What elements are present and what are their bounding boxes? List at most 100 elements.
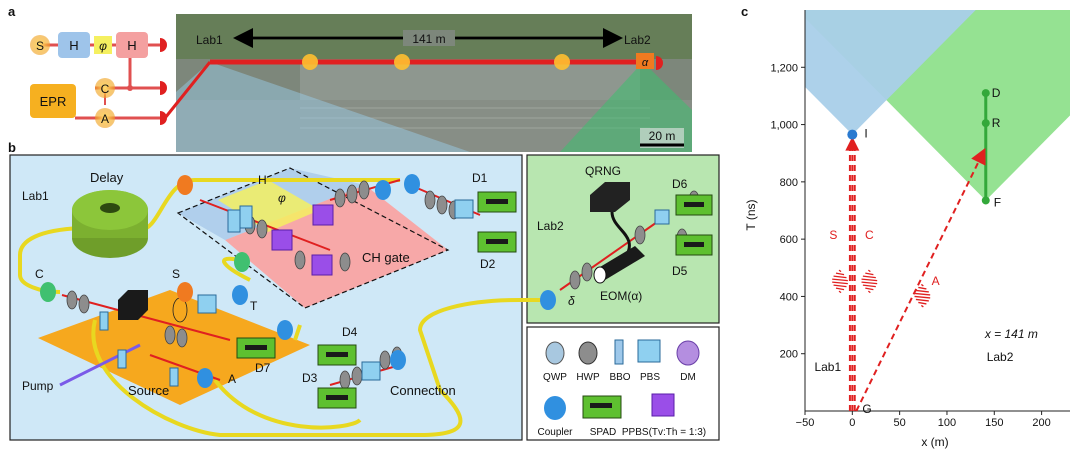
qwp-label: QWP — [543, 372, 567, 383]
connection-label: Connection — [390, 383, 456, 398]
photon-label: C — [865, 228, 874, 242]
ppbs-legend-icon — [651, 393, 675, 417]
b-lab1-label: Lab1 — [22, 189, 49, 203]
aerial-map: α 141 m Lab1 Lab2 20 m — [163, 14, 692, 152]
y-tick-label: 600 — [780, 234, 798, 246]
x-axis-label: x (m) — [921, 435, 948, 449]
event-label: D — [992, 86, 1001, 100]
ch-gate-area — [225, 185, 448, 308]
y-tick-label: 800 — [780, 177, 798, 189]
light-cones — [805, 10, 1070, 201]
y-tick-label: 200 — [780, 349, 798, 361]
map-lab2-label: Lab2 — [624, 33, 651, 47]
phi-label: φ — [99, 39, 107, 53]
hwp-icon — [578, 341, 598, 365]
epr-source — [30, 84, 76, 118]
detector-icon — [160, 111, 167, 125]
hadamard-block-1 — [58, 32, 90, 58]
y-tick-label: 1,000 — [770, 120, 798, 132]
x-tick-label: 50 — [894, 417, 906, 429]
lab1-annotation: Lab1 — [814, 360, 841, 374]
event-label: R — [992, 116, 1001, 130]
event-label: I — [864, 127, 867, 141]
event-point — [847, 129, 858, 140]
pump-label: Pump — [22, 379, 54, 393]
epr-label: EPR — [40, 94, 67, 109]
event-label: G — [862, 402, 871, 416]
legend: QWP HWP BBO PBS DM Coupler SPAD PPBS(Tv:… — [537, 339, 706, 438]
d6-label: D6 — [672, 177, 688, 191]
x-tick-label: 100 — [938, 417, 956, 429]
b-t-label: T — [250, 299, 258, 313]
x-tick-label: −50 — [796, 417, 815, 429]
y-tick-label: 400 — [780, 291, 798, 303]
event-point — [981, 89, 990, 98]
ch-gate-label: CH gate — [362, 250, 410, 265]
panel-c-letter: c — [741, 4, 748, 19]
panel-a-letter: a — [8, 4, 16, 19]
detector-icon — [160, 38, 167, 52]
x-tick-label: 200 — [1032, 417, 1050, 429]
photon-wavepacket — [914, 283, 931, 308]
ppbs-label: PPBS(Tv:Th = 1:3) — [622, 427, 706, 438]
coupler-legend-icon — [544, 396, 566, 420]
eom-device — [593, 246, 645, 284]
signal-arrowhead — [845, 136, 860, 151]
d3-label: D3 — [302, 371, 318, 385]
spad-slots — [245, 199, 704, 400]
photon-c-node — [95, 78, 115, 98]
coupler-icons — [40, 174, 556, 388]
panel-c: c −50 0 50 100 150 200 200 400 600 800 1,000 1,200I… — [741, 4, 1070, 449]
distance-label: 141 m — [412, 32, 445, 46]
hwp-label: HWP — [576, 372, 600, 383]
dm-label: DM — [680, 372, 696, 383]
coupler-label: Coupler — [537, 427, 573, 438]
h2-label: H — [127, 38, 136, 53]
pump-beam — [59, 343, 141, 387]
x-tick-label: 150 — [985, 417, 1003, 429]
event-point — [981, 196, 990, 205]
pbs-cubes — [99, 199, 670, 387]
bbo-crystal — [118, 290, 148, 320]
photon-wavepacket — [861, 269, 878, 294]
detector-icon — [160, 81, 167, 95]
photon-label: S — [829, 228, 837, 242]
circuit-schematic: S H φ H EPR C A — [30, 32, 167, 128]
delay-spool — [72, 190, 148, 258]
a-label: A — [101, 112, 109, 126]
photon-a-path — [855, 147, 986, 412]
d5-label: D5 — [672, 264, 688, 278]
panel-b: b — [8, 140, 720, 441]
c-label: C — [101, 82, 110, 96]
panel-b-letter: b — [8, 140, 16, 155]
s-label: S — [36, 39, 44, 53]
h1-label: H — [69, 38, 78, 53]
bbo-icon — [614, 339, 624, 365]
event-label: F — [994, 195, 1001, 209]
eom-label: EOM(α) — [600, 289, 642, 303]
y-tick-label: 1,200 — [770, 62, 798, 74]
location-annotation: x = 141 m — [984, 327, 1038, 341]
d1-label: D1 — [472, 171, 488, 185]
hadamard-block-2 — [116, 32, 148, 58]
d2-label: D2 — [480, 257, 496, 271]
b-s-label: S — [172, 267, 180, 281]
panel-a: a S H φ H EPR C A — [8, 4, 692, 152]
x-tick-label: 0 — [849, 417, 855, 429]
scale-label: 20 m — [649, 129, 676, 143]
qrng-label: QRNG — [585, 164, 621, 178]
source-s-node — [30, 35, 50, 55]
delta-label: δ — [568, 294, 575, 308]
event-point — [981, 119, 990, 128]
photon-a-node — [95, 108, 115, 128]
map-lab1-label: Lab1 — [196, 33, 223, 47]
photon-label: A — [932, 274, 940, 288]
spad-label: SPAD — [590, 427, 617, 438]
delay-label: Delay — [90, 170, 124, 185]
y-axis-label: T (ns) — [744, 199, 758, 230]
b-lab2-label: Lab2 — [537, 219, 564, 233]
pbs-icon — [637, 339, 661, 363]
lab2-modulator — [636, 53, 654, 69]
ppbs-cubes — [271, 204, 334, 276]
